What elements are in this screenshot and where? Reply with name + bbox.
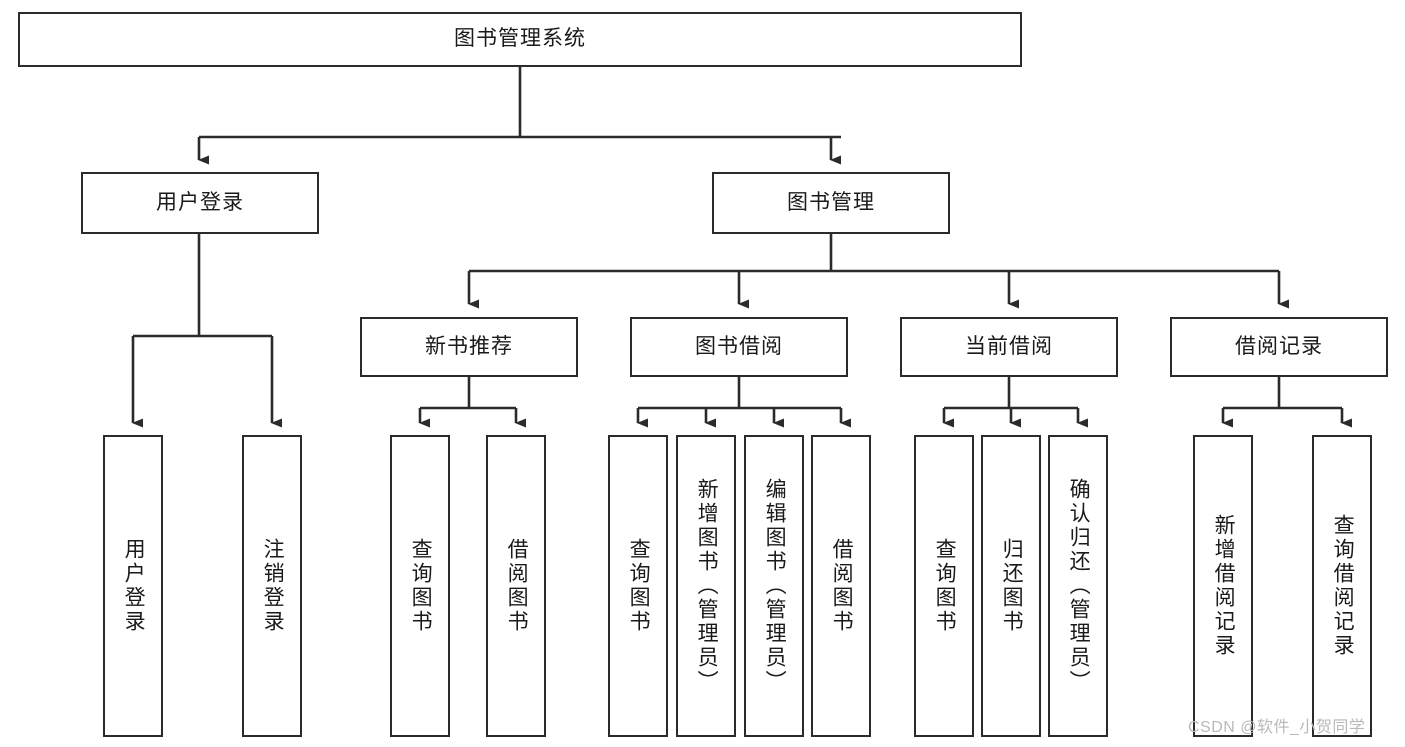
node-leaf-user-login-label: 用户登录 — [122, 538, 146, 634]
node-borrow-record-label: 借阅记录 — [1235, 334, 1323, 358]
node-book-manage[interactable]: 图书管理 — [712, 172, 950, 234]
node-leaf-confirm-return[interactable]: 确认归还（管理员） — [1048, 435, 1108, 737]
node-book-manage-label: 图书管理 — [787, 190, 875, 214]
node-leaf-user-login[interactable]: 用户登录 — [103, 435, 163, 737]
node-root-label: 图书管理系统 — [454, 27, 586, 51]
node-leaf-add-book-label: 新增图书（管理员） — [695, 478, 719, 694]
node-leaf-user-logout-label: 注销登录 — [261, 538, 285, 634]
node-leaf-return-book[interactable]: 归还图书 — [981, 435, 1041, 737]
node-leaf-borrow-book-2[interactable]: 借阅图书 — [811, 435, 871, 737]
node-leaf-query-book-1-label: 查询图书 — [409, 538, 433, 634]
node-leaf-borrow-book-1-label: 借阅图书 — [505, 538, 529, 634]
node-book-borrow[interactable]: 图书借阅 — [630, 317, 848, 377]
node-current-borrow[interactable]: 当前借阅 — [900, 317, 1118, 377]
node-leaf-return-book-label: 归还图书 — [1000, 538, 1024, 634]
node-borrow-record[interactable]: 借阅记录 — [1170, 317, 1388, 377]
node-leaf-add-book[interactable]: 新增图书（管理员） — [676, 435, 736, 737]
node-root[interactable]: 图书管理系统 — [18, 12, 1022, 67]
node-user-login-label: 用户登录 — [156, 190, 244, 214]
watermark: CSDN @软件_小贺同学 — [1188, 719, 1366, 736]
node-leaf-borrow-book-1[interactable]: 借阅图书 — [486, 435, 546, 737]
node-leaf-user-logout[interactable]: 注销登录 — [242, 435, 302, 737]
node-leaf-query-book-3-label: 查询图书 — [933, 538, 957, 634]
node-leaf-edit-book-label: 编辑图书（管理员） — [763, 478, 787, 694]
node-new-book-recommend-label: 新书推荐 — [425, 334, 513, 358]
node-leaf-confirm-return-label: 确认归还（管理员） — [1067, 478, 1091, 694]
node-leaf-add-record-label: 新增借阅记录 — [1212, 514, 1236, 658]
node-leaf-edit-book[interactable]: 编辑图书（管理员） — [744, 435, 804, 737]
node-current-borrow-label: 当前借阅 — [965, 334, 1053, 358]
node-leaf-borrow-book-2-label: 借阅图书 — [830, 538, 854, 634]
node-leaf-query-record[interactable]: 查询借阅记录 — [1312, 435, 1372, 737]
node-user-login[interactable]: 用户登录 — [81, 172, 319, 234]
node-new-book-recommend[interactable]: 新书推荐 — [360, 317, 578, 377]
node-book-borrow-label: 图书借阅 — [695, 334, 783, 358]
node-leaf-add-record[interactable]: 新增借阅记录 — [1193, 435, 1253, 737]
node-leaf-query-book-1[interactable]: 查询图书 — [390, 435, 450, 737]
node-leaf-query-book-2-label: 查询图书 — [627, 538, 651, 634]
node-leaf-query-book-2[interactable]: 查询图书 — [608, 435, 668, 737]
node-leaf-query-book-3[interactable]: 查询图书 — [914, 435, 974, 737]
node-leaf-query-record-label: 查询借阅记录 — [1331, 514, 1355, 658]
